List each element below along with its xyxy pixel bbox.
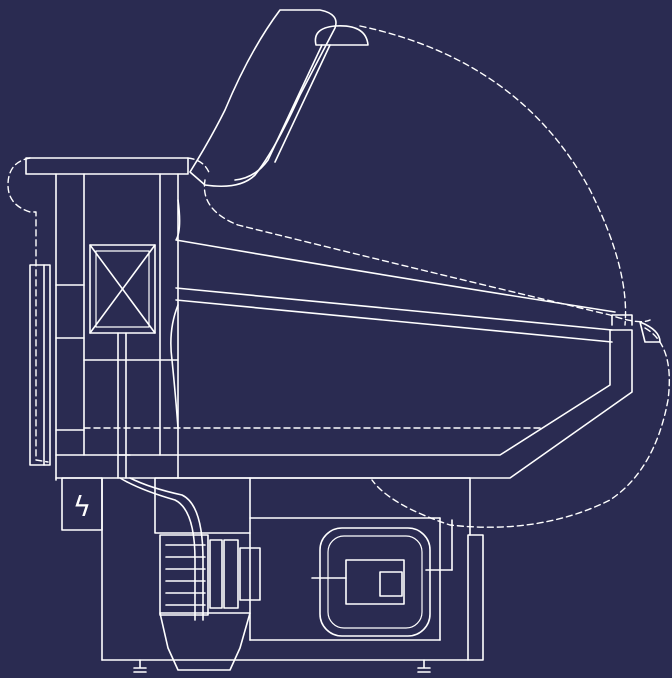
evaporator-fan-box [89, 244, 156, 334]
glass-front-lip [639, 321, 661, 343]
condenser [159, 534, 209, 616]
air-duct [117, 332, 131, 479]
top-shelf [25, 157, 189, 175]
adjustable-feet [133, 659, 431, 673]
refrigerant-pipe [119, 477, 204, 621]
cabinet-column [55, 173, 179, 481]
compressor [311, 519, 453, 637]
lower-body [61, 477, 484, 661]
display-tray [55, 304, 633, 479]
rear-dashed-outline [7, 157, 49, 463]
condenser-fan [209, 539, 261, 609]
rear-top-dashed [187, 157, 211, 176]
glass-rear-arc [203, 179, 651, 323]
canopy [189, 9, 337, 188]
display-shelves [175, 199, 633, 343]
rear-panel [29, 264, 51, 466]
electrical-symbol: ϟ [73, 490, 91, 523]
drain-funnel [159, 612, 251, 671]
curved-glass-front [359, 25, 627, 326]
canopy-lamp [314, 25, 369, 46]
